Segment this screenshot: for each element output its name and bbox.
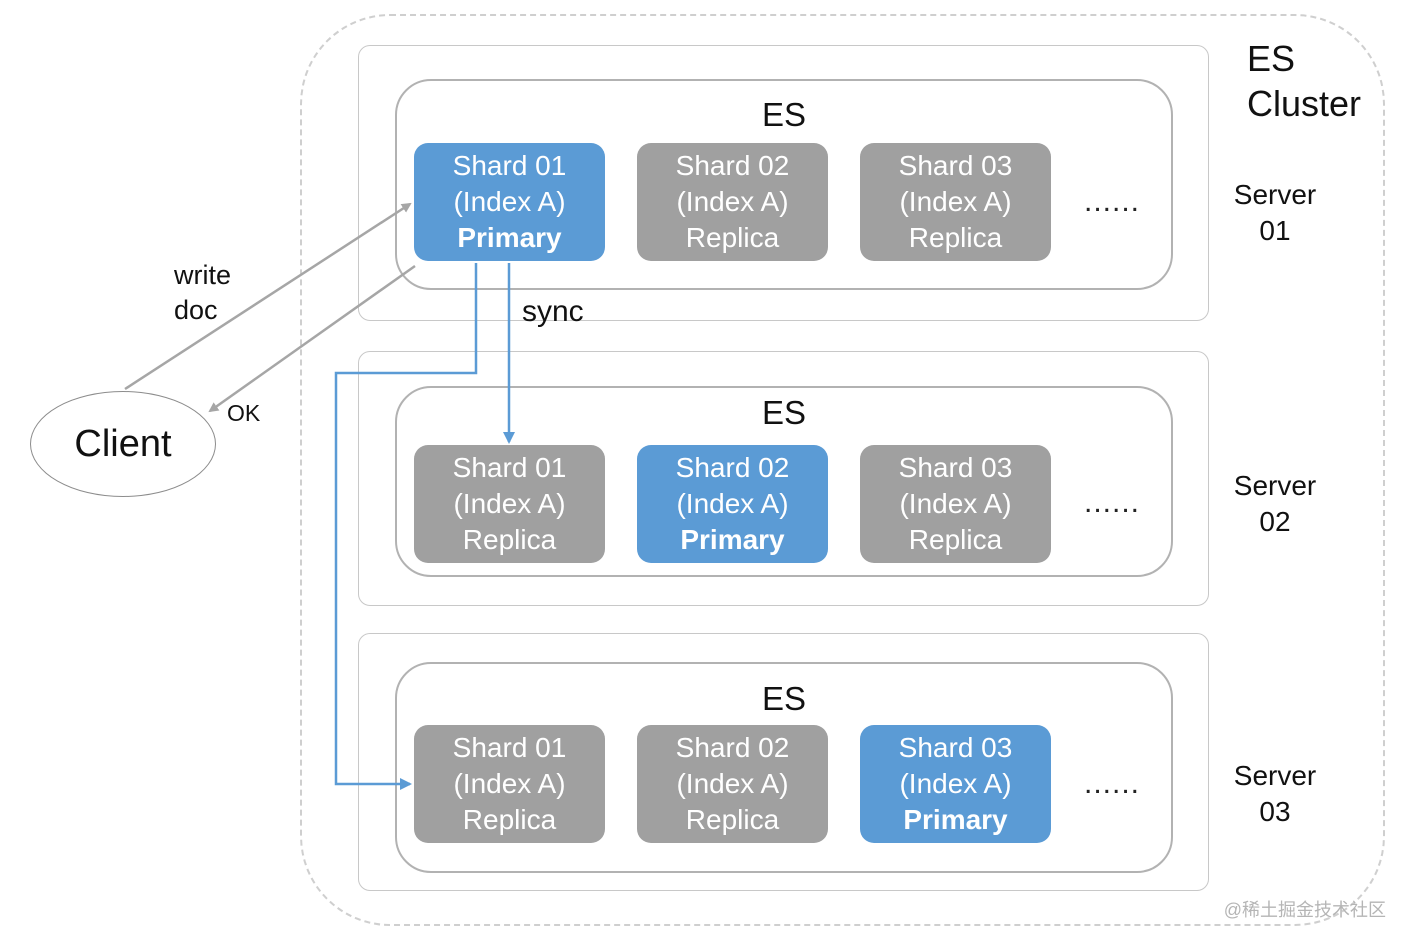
es-node-label: ES bbox=[761, 96, 807, 133]
es-cluster-boundary bbox=[300, 14, 1385, 926]
write-doc-label: write doc bbox=[174, 260, 232, 325]
ok-arrow bbox=[208, 264, 416, 413]
shard-03-replica: Shard 03 (Index A) Replica bbox=[860, 143, 1051, 261]
watermark: @稀土掘金技术社区 bbox=[1223, 900, 1386, 920]
shard-02-replica: Shard 02 (Index A) Replica bbox=[637, 143, 828, 261]
ok-label: OK bbox=[227, 400, 261, 426]
server-01-label: Server 01 bbox=[1233, 179, 1317, 246]
shard-02-replica: Shard 02 (Index A) Replica bbox=[637, 725, 828, 843]
server-03-label: Server 03 bbox=[1233, 760, 1317, 827]
shard-01-replica: Shard 01 (Index A) Replica bbox=[414, 725, 605, 843]
client-node: Client bbox=[30, 391, 216, 497]
es-node-02 bbox=[395, 386, 1173, 577]
server-02-box bbox=[358, 351, 1209, 606]
es-node-label: ES bbox=[761, 394, 807, 431]
es-node-01 bbox=[395, 79, 1173, 290]
shard-02-primary: Shard 02 (Index A) Primary bbox=[637, 445, 828, 563]
write-doc-arrow bbox=[124, 202, 412, 391]
server-02-label: Server 02 bbox=[1233, 470, 1317, 537]
more-shards-ellipsis: ...... bbox=[1084, 767, 1141, 800]
more-shards-ellipsis: ...... bbox=[1084, 486, 1141, 519]
shard-01-primary: Shard 01 (Index A) Primary bbox=[414, 143, 605, 261]
server-01-box bbox=[358, 45, 1209, 321]
sync-label: sync bbox=[522, 295, 584, 328]
shard-03-primary: Shard 03 (Index A) Primary bbox=[860, 725, 1051, 843]
es-node-label: ES bbox=[761, 680, 807, 717]
sync-arrow-server-03 bbox=[334, 263, 478, 790]
es-node-03 bbox=[395, 662, 1173, 873]
shard-01-replica: Shard 01 (Index A) Replica bbox=[414, 445, 605, 563]
server-03-box bbox=[358, 633, 1209, 891]
shard-03-replica: Shard 03 (Index A) Replica bbox=[860, 445, 1051, 563]
more-shards-ellipsis: ...... bbox=[1084, 185, 1141, 218]
cluster-label: ES Cluster bbox=[1247, 38, 1362, 124]
